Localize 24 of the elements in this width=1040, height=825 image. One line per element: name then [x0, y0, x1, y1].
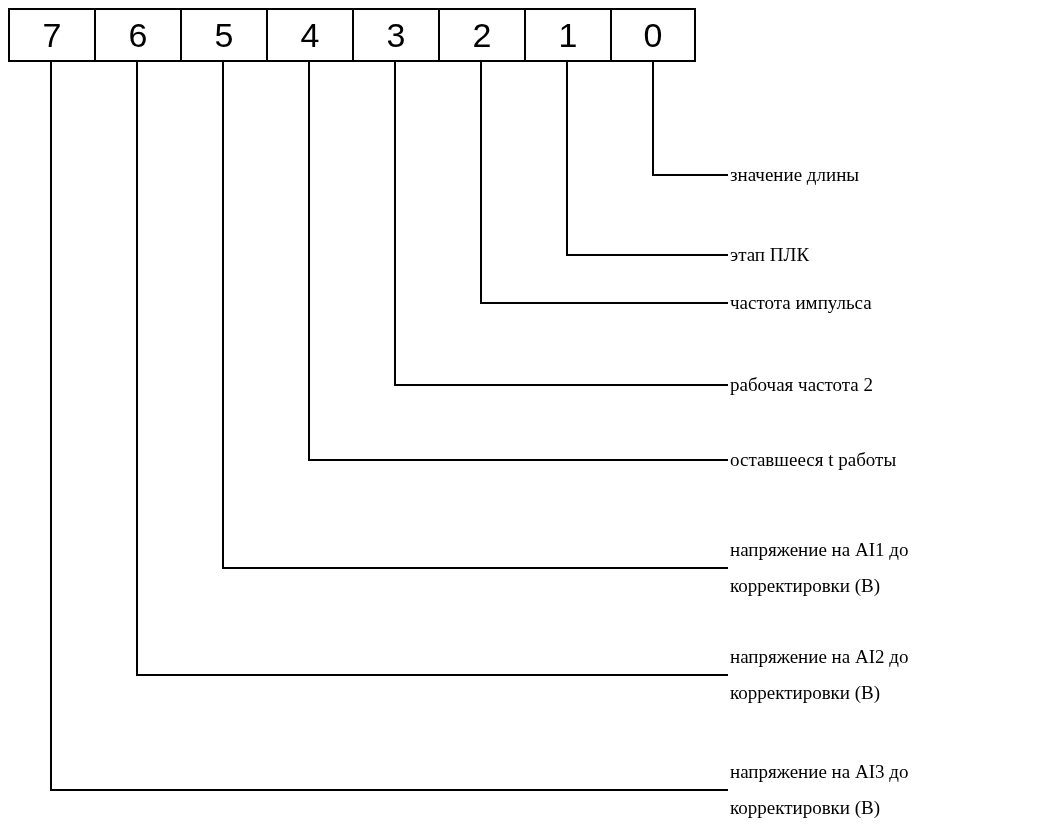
leader-line [480, 61, 729, 304]
bit-number: 1 [524, 8, 612, 62]
bit-number: 3 [352, 8, 440, 62]
bit-description: значение длины [730, 157, 1030, 193]
bit-description: напряжение на AI3 до корректировки (В) [730, 754, 1030, 825]
bit-number: 6 [94, 8, 182, 62]
bit-number: 4 [266, 8, 354, 62]
bit-number: 5 [180, 8, 268, 62]
bit-description: рабочая частота 2 [730, 367, 1030, 403]
bit-description: напряжение на AI2 до корректировки (В) [730, 639, 1030, 711]
leader-line [308, 61, 729, 461]
bit-description: напряжение на AI1 до корректировки (В) [730, 532, 1030, 604]
bit-number: 2 [438, 8, 526, 62]
leader-line [652, 61, 729, 176]
leader-line [50, 61, 729, 791]
leader-line [566, 61, 729, 256]
leader-line [136, 61, 729, 676]
bit-description: оставшееся t работы [730, 442, 1030, 478]
bit-number: 0 [610, 8, 696, 62]
leader-line [394, 61, 729, 386]
bit-number: 7 [8, 8, 96, 62]
leader-line [222, 61, 729, 569]
bit-description: этап ПЛК [730, 237, 1030, 273]
bit-description: частота импульса [730, 285, 1030, 321]
